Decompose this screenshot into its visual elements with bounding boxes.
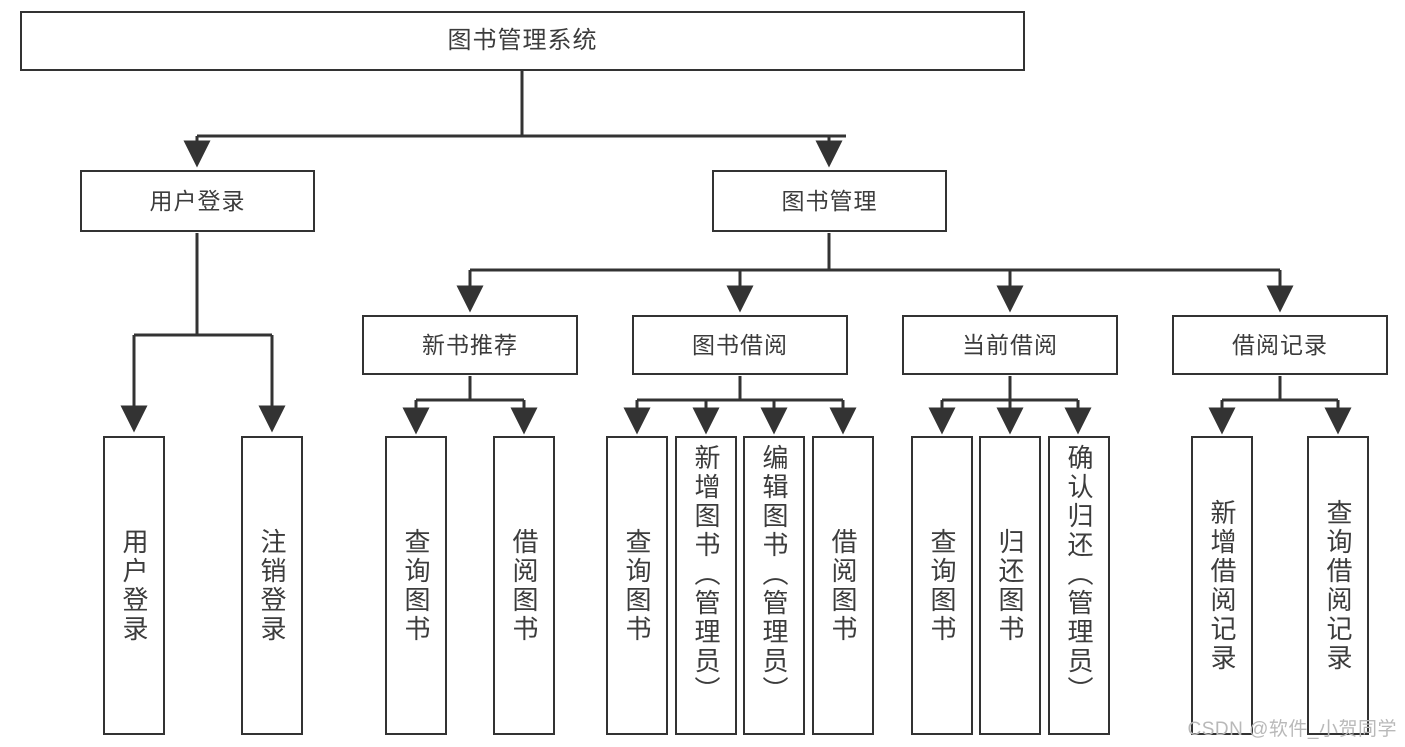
csdn-watermark: CSDN @软件_小贺同学 bbox=[1187, 719, 1397, 740]
leaf-node-borrow-book[interactable]: 借阅图书 bbox=[812, 436, 874, 735]
leaf-node-query-book-borrow[interactable]: 查询图书 bbox=[606, 436, 668, 735]
node-label: 当前借阅 bbox=[962, 331, 1058, 358]
leaf-node-query-book-current[interactable]: 查询图书 bbox=[911, 436, 973, 735]
leaf-node-logout-login[interactable]: 注销登录 bbox=[241, 436, 303, 735]
leaf-node-add-book-admin[interactable]: 新增图书（管理员） bbox=[675, 436, 737, 735]
node-label: 用户登录 bbox=[119, 527, 149, 644]
node-label: 图书管理 bbox=[781, 187, 878, 214]
node-label: 编辑图书（管理员） bbox=[759, 444, 789, 705]
node-current-borrowing[interactable]: 当前借阅 bbox=[902, 315, 1118, 375]
node-label: 注销登录 bbox=[257, 527, 287, 644]
leaf-node-return-book[interactable]: 归还图书 bbox=[979, 436, 1041, 735]
leaf-node-query-borrow-record[interactable]: 查询借阅记录 bbox=[1307, 436, 1369, 735]
node-label: 新增借阅记录 bbox=[1207, 498, 1237, 673]
node-label: 借阅图书 bbox=[509, 527, 539, 644]
node-label: 确认归还（管理员） bbox=[1064, 444, 1094, 705]
leaf-node-edit-book-admin[interactable]: 编辑图书（管理员） bbox=[743, 436, 805, 735]
node-borrowing-record[interactable]: 借阅记录 bbox=[1172, 315, 1388, 375]
node-label: 查询图书 bbox=[927, 527, 957, 644]
leaf-node-add-borrow-record[interactable]: 新增借阅记录 bbox=[1191, 436, 1253, 735]
node-book-management[interactable]: 图书管理 bbox=[712, 170, 947, 232]
leaf-node-borrow-book-recommend[interactable]: 借阅图书 bbox=[493, 436, 555, 735]
node-label: 查询借阅记录 bbox=[1323, 498, 1353, 673]
node-label: 借阅记录 bbox=[1232, 331, 1328, 358]
leaf-node-user-login[interactable]: 用户登录 bbox=[103, 436, 165, 735]
node-label: 归还图书 bbox=[995, 527, 1025, 644]
node-label: 查询图书 bbox=[622, 527, 652, 644]
node-label: 图书借阅 bbox=[692, 331, 788, 358]
node-root-book-management-system[interactable]: 图书管理系统 bbox=[20, 11, 1025, 71]
node-label: 借阅图书 bbox=[828, 527, 858, 644]
leaf-node-query-book-recommend[interactable]: 查询图书 bbox=[385, 436, 447, 735]
node-label: 用户登录 bbox=[149, 187, 246, 214]
node-user-login[interactable]: 用户登录 bbox=[80, 170, 315, 232]
node-label: 新增图书（管理员） bbox=[691, 444, 721, 705]
leaf-node-confirm-return-admin[interactable]: 确认归还（管理员） bbox=[1048, 436, 1110, 735]
node-label: 图书管理系统 bbox=[447, 27, 598, 55]
node-book-borrowing[interactable]: 图书借阅 bbox=[632, 315, 848, 375]
node-label: 新书推荐 bbox=[422, 331, 518, 358]
node-label: 查询图书 bbox=[401, 527, 431, 644]
node-new-book-recommendation[interactable]: 新书推荐 bbox=[362, 315, 578, 375]
